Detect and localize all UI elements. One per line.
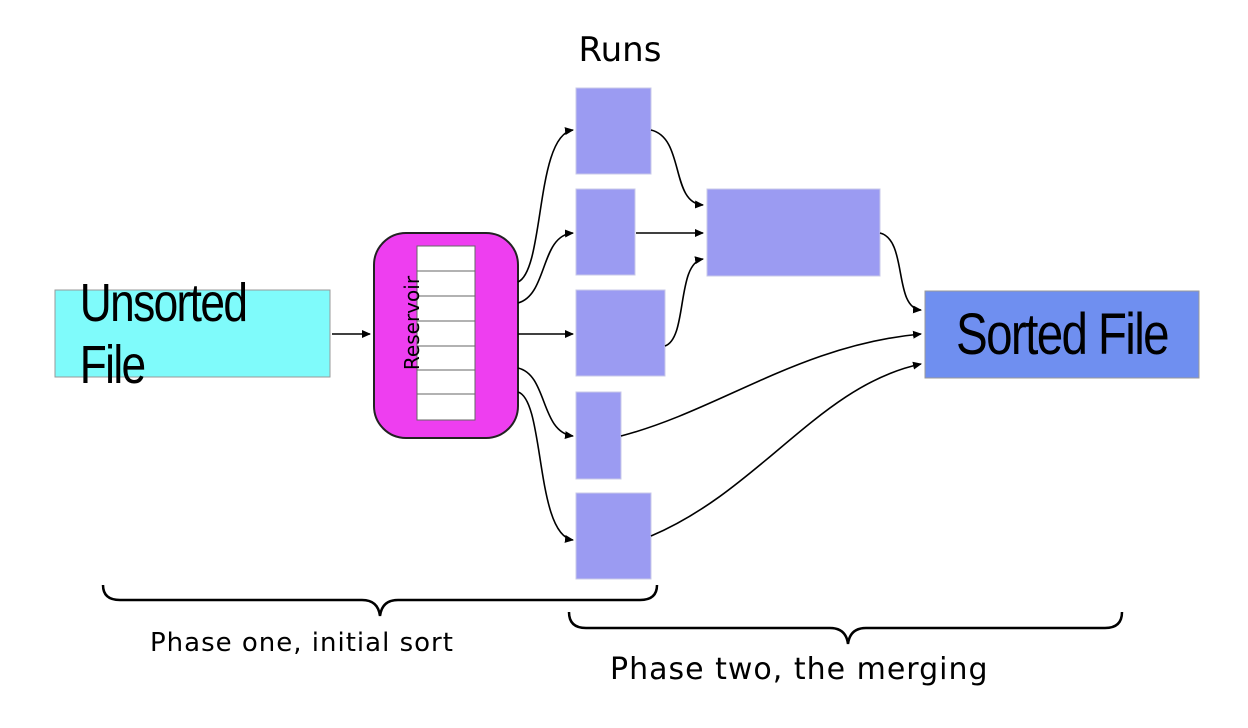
arrow-run-to-sorted (650, 361, 922, 537)
reservoir-slots (416, 245, 476, 421)
sorted-file-box (924, 290, 1200, 379)
arrows (332, 127, 922, 543)
reservoir-slot (416, 393, 476, 421)
sorted-file-label: Sorted File (956, 302, 1170, 367)
arrow-run-to-merged (664, 256, 704, 347)
run-box (575, 391, 622, 480)
reservoir-slot (416, 369, 476, 395)
phase-two-brace (567, 611, 1124, 645)
runs-title: Runs (578, 30, 662, 70)
arrow-reservoir-to-run (517, 367, 574, 439)
run-box (575, 87, 652, 175)
arrow-run-to-sorted (620, 330, 922, 437)
reservoir-label: Reservoir (400, 275, 424, 371)
arrow-reservoir-to-run (517, 229, 574, 304)
arrow-merged-to-sorted (879, 232, 922, 314)
run-box (575, 188, 636, 276)
arrow-reservoir-to-run (517, 127, 574, 283)
run-box (575, 289, 666, 377)
phase-one-label: Phase one, initial sort (150, 628, 454, 658)
arrow-reservoir-to-run (517, 391, 574, 543)
phase-one-brace (101, 584, 659, 617)
reservoir-slot (416, 345, 476, 371)
arrow-run-to-merged (650, 129, 704, 209)
unsorted-file-box (54, 289, 331, 378)
run-box (575, 492, 652, 580)
merged-run-box (706, 188, 881, 277)
reservoir-slot (416, 245, 476, 272)
phase-two-label: Phase two, the merging (610, 652, 989, 687)
unsorted-file-label: Unsorted File (79, 272, 248, 395)
